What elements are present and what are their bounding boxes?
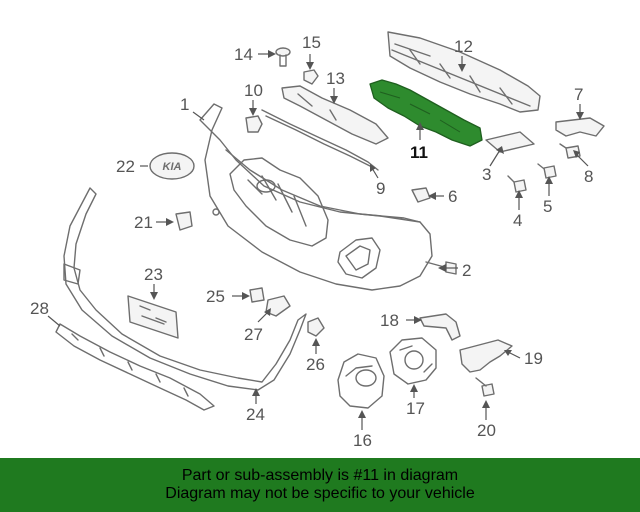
callout-23: 23	[144, 265, 163, 284]
banner-line-1: Part or sub-assembly is #11 in diagram	[181, 467, 459, 484]
callout-16: 16	[353, 431, 372, 450]
callout-27: 27	[244, 325, 263, 344]
part-1-bumper-cover	[199, 103, 433, 291]
part-22-emblem: KIA	[149, 152, 195, 180]
part-16-fog-lamp-cover	[337, 353, 385, 409]
callout-1: 1	[180, 95, 189, 114]
callout-2: 2	[462, 261, 471, 280]
part-11-absorber	[369, 79, 483, 147]
part-info-banner: Part or sub-assembly is #11 in diagram D…	[0, 458, 640, 512]
part-23-license-bracket	[127, 295, 179, 339]
callout-9: 9	[376, 179, 385, 198]
part-27-bracket	[265, 295, 291, 317]
callout-4: 4	[513, 211, 522, 230]
part-20-screw	[475, 377, 495, 397]
callout-12: 12	[454, 37, 473, 56]
part-18-bracket	[419, 313, 461, 341]
callout-7: 7	[574, 85, 583, 104]
callout-20: 20	[477, 421, 496, 440]
callout-22: 22	[116, 157, 135, 176]
emblem-logo-text: KIA	[163, 161, 182, 173]
part-24-lower-trim	[63, 187, 307, 391]
callout-24: 24	[246, 405, 265, 424]
callout-5: 5	[543, 197, 552, 216]
part-15-clip	[303, 69, 319, 85]
callout-17: 17	[406, 399, 425, 418]
part-4-screw	[507, 175, 527, 193]
part-28-lower-spoiler	[55, 323, 215, 411]
callout-28: 28	[30, 299, 49, 318]
callout-10: 10	[244, 81, 263, 100]
callout-15: 15	[302, 33, 321, 52]
callout-labels: 1 2 3 4 5 6 7 8 9 10 11 12 13 14 15 16 1…	[30, 33, 593, 450]
part-19-bracket	[459, 339, 513, 373]
leader-lines	[47, 50, 589, 430]
callout-26: 26	[306, 355, 325, 374]
part-12-impact-beam	[387, 31, 541, 113]
callout-8: 8	[584, 167, 593, 186]
callout-3: 3	[482, 165, 491, 184]
callout-21: 21	[134, 213, 153, 232]
part-17-fog-lamp	[389, 337, 437, 385]
banner-line-2: Diagram may not be specific to your vehi…	[165, 485, 475, 502]
callout-6: 6	[448, 187, 457, 206]
part-7-bracket	[555, 117, 605, 137]
callout-18: 18	[380, 311, 399, 330]
part-21-clip	[175, 211, 193, 231]
part-26-clip	[307, 317, 325, 337]
part-6-clip	[411, 187, 431, 203]
part-10-clip	[245, 115, 263, 133]
callout-25: 25	[206, 287, 225, 306]
part-5-screw	[537, 163, 557, 179]
part-13-grille-bracket	[281, 85, 389, 145]
part-3-bracket	[485, 131, 535, 153]
part-9-molding-strip	[261, 109, 379, 171]
part-25-clip	[249, 287, 265, 303]
part-14-screw	[275, 47, 291, 67]
callout-11: 11	[410, 143, 428, 162]
exploded-parts-diagram: KIA	[30, 31, 605, 450]
callout-14: 14	[234, 45, 253, 64]
callout-13: 13	[326, 69, 345, 88]
callout-19: 19	[524, 349, 543, 368]
